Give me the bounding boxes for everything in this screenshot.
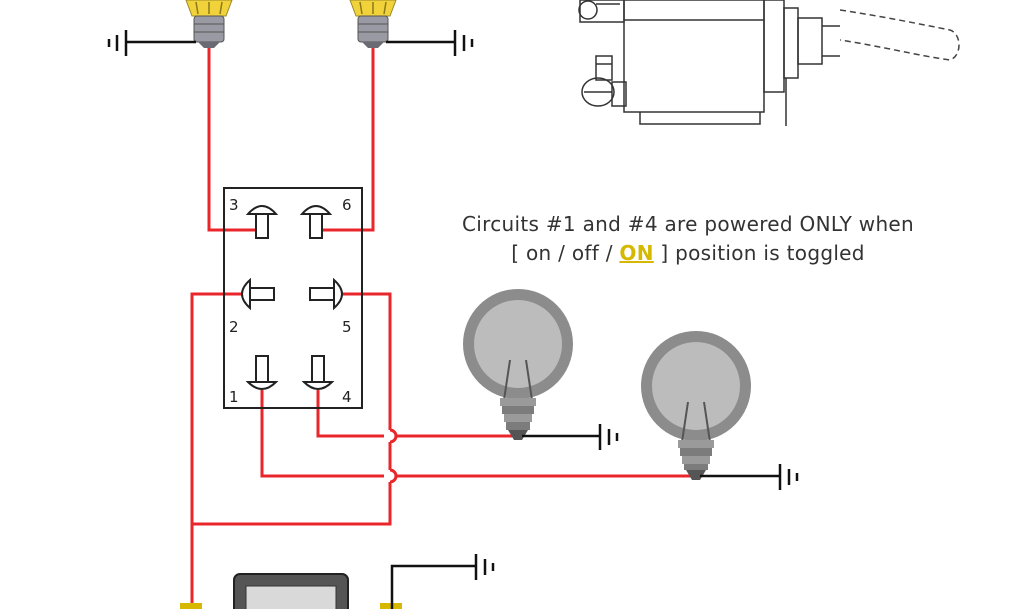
lamp-bulb-b bbox=[641, 331, 751, 480]
indicator-bulb-left bbox=[185, 0, 233, 48]
caption-line-1: Circuits #1 and #4 are powered ONLY when bbox=[461, 212, 915, 236]
terminal-6 bbox=[299, 205, 333, 239]
ground-symbol-top-right bbox=[386, 30, 474, 56]
caption-line-2-open: [ on / off / bbox=[511, 241, 620, 265]
terminal-1 bbox=[245, 355, 279, 390]
caption-line-2-close: ] position is toggled bbox=[653, 241, 865, 265]
ground-symbol-lamp-a bbox=[522, 424, 619, 450]
battery bbox=[180, 573, 402, 609]
dpdt-switch: 3 6 2 5 1 4 bbox=[223, 187, 363, 409]
toggle-switch-illustration bbox=[578, 0, 960, 126]
pin-label-6: 6 bbox=[342, 196, 352, 214]
terminal-2 bbox=[241, 277, 275, 311]
ground-symbol-battery bbox=[390, 554, 495, 609]
pin-label-5: 5 bbox=[342, 318, 352, 336]
indicator-bulb-right bbox=[349, 0, 397, 48]
pin-label-3: 3 bbox=[229, 196, 239, 214]
caption-on-highlight: ON bbox=[619, 241, 654, 265]
pin-label-2: 2 bbox=[229, 318, 239, 336]
ground-symbol-top-left bbox=[107, 30, 196, 56]
caption-line-2: [ on / off / ON ] position is toggled bbox=[408, 241, 968, 265]
lamp-bulb-a bbox=[463, 289, 573, 440]
terminal-5 bbox=[309, 277, 343, 311]
terminal-3 bbox=[245, 205, 279, 239]
red-wires bbox=[190, 48, 694, 609]
ground-symbol-lamp-b bbox=[700, 464, 799, 490]
terminal-4 bbox=[301, 355, 335, 390]
pin-label-4: 4 bbox=[342, 388, 352, 406]
pin-label-1: 1 bbox=[229, 388, 239, 406]
